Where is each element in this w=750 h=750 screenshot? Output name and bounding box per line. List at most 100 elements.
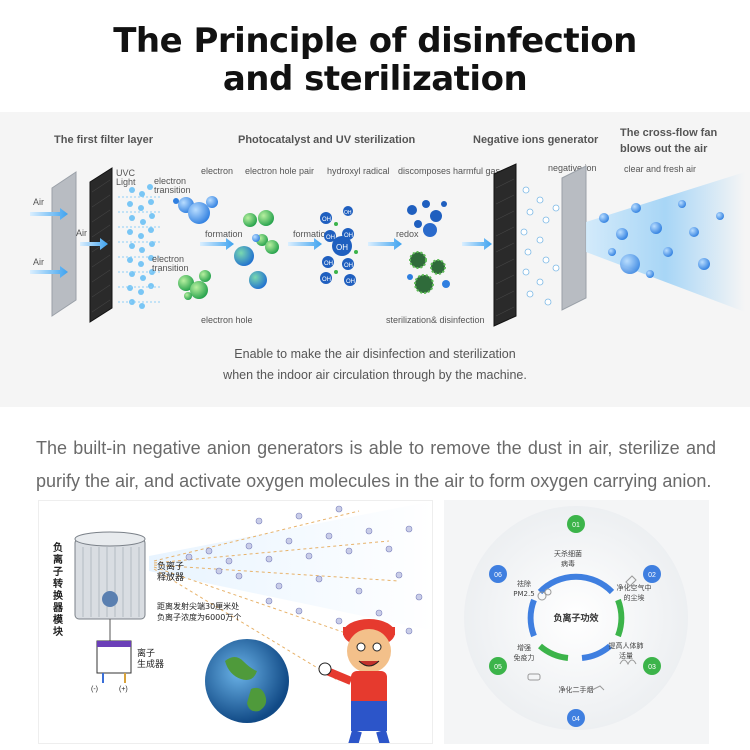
note-line-1: 距离发射尖端30厘米处 <box>157 601 239 611</box>
diagram-caption: Enable to make the air disinfection and … <box>0 344 750 386</box>
converter-top <box>74 531 146 547</box>
badge-num: 04 <box>572 716 580 723</box>
arc-segment <box>537 573 615 595</box>
stage-title-negative-ions: Negative ions generator <box>473 134 599 146</box>
uvc-label-1: UVC <box>116 168 136 178</box>
decor-icons <box>527 575 637 691</box>
note-line-2: 负离子浓度为6000万个 <box>157 612 241 622</box>
badge-03 <box>643 657 661 675</box>
plus-label: (+) <box>119 686 128 693</box>
vlabel-char: 换 <box>53 589 64 602</box>
beam-lines <box>153 510 400 682</box>
generator-top-band <box>97 641 131 647</box>
electron-label: electron <box>201 166 233 176</box>
fresh-air-ions <box>599 200 724 278</box>
hole-ball <box>199 270 211 282</box>
module-vertical-label: 负 离 子 转 换 器 模 块 <box>52 541 66 638</box>
hole-ball <box>190 281 208 299</box>
oh-label: OH <box>326 235 335 241</box>
hydroxyl-radical-label: hydroxyl radical <box>327 166 390 176</box>
badge-num: 01 <box>572 522 580 529</box>
electron-transition-lower-1: electron <box>152 254 184 264</box>
arc-segment <box>538 643 569 661</box>
wheel-bg <box>464 506 688 730</box>
bacteria-cluster <box>407 251 450 294</box>
electron-ball <box>188 202 210 224</box>
effects-wheel-svg: 负离子功效 01 02 03 04 05 06 天杀细菌病毒 净化空气中的尘埃 … <box>464 506 688 730</box>
harmful-gas-cluster <box>407 200 447 237</box>
ion-beam <box>149 501 432 631</box>
oh-label: OH <box>322 217 331 223</box>
earth-land <box>247 687 267 712</box>
badge-05 <box>489 657 507 675</box>
redox-arrow <box>368 238 402 250</box>
hydroxyl-cluster <box>320 206 358 286</box>
arc-segment <box>527 598 537 638</box>
emitter-label: 负离子 释放器 <box>157 560 187 583</box>
badge-04 <box>567 709 585 727</box>
ion-generator-svg: 负 离 子 转 换 器 模 块 负离子 释放器 距离发射尖端30厘米处 负离子浓… <box>52 501 432 743</box>
air-label-3: Air <box>76 228 87 238</box>
oh-label: OH <box>344 210 352 216</box>
pair-ball <box>234 246 254 266</box>
vlabel-char: 离 <box>53 553 63 566</box>
caption-line-1: Enable to make the air disinfection and … <box>234 347 516 361</box>
vlabel-char: 块 <box>53 625 64 638</box>
oh-label: OH <box>344 263 353 269</box>
effect-01-text: 天杀细菌病毒 <box>554 549 582 568</box>
title-line-2: and sterilization <box>222 59 528 99</box>
redox-label: redox <box>396 229 419 239</box>
electron-transition-upper-1: electron <box>154 176 186 186</box>
page-title: The Principle of disinfection and steril… <box>0 22 750 98</box>
badge-02 <box>643 565 661 583</box>
badge-num: 05 <box>494 664 502 671</box>
stage-title-crossflow-1: The cross-flow fan <box>620 127 717 139</box>
clear-fresh-air-label: clear and fresh air <box>624 164 696 174</box>
badge-num: 03 <box>648 664 656 671</box>
ion-filter-panel <box>493 163 517 327</box>
description-text: The built-in negative anion generators i… <box>36 438 716 491</box>
fan-airflow <box>586 172 745 312</box>
hole-ball <box>178 275 194 291</box>
stage-title-photocatalyst: Photocatalyst and UV sterilization <box>238 134 416 146</box>
electron-transition-lower-2: transition <box>152 263 189 273</box>
oh-label: OH <box>322 277 331 283</box>
effect-03-text: 提高人体肺活量 <box>609 641 644 660</box>
formation-arrow-1 <box>200 238 234 250</box>
badge-num: 06 <box>494 572 502 579</box>
formation-arrow-2 <box>288 238 322 250</box>
arc-segment <box>615 598 625 638</box>
air-label-2: Air <box>33 257 44 267</box>
cartoon-boy <box>318 619 395 743</box>
ion-particles <box>185 505 423 635</box>
electron-ball <box>206 196 218 208</box>
uvc-particles <box>127 184 155 309</box>
oh-label: OH <box>324 261 333 267</box>
generator-label: 离子 生成器 <box>137 647 164 670</box>
vlabel-char: 负 <box>53 541 63 554</box>
vlabel-char: 子 <box>53 566 63 578</box>
electron-hole-pair-label: electron hole pair <box>245 166 314 176</box>
principle-diagram: The first filter layer Photocatalyst and… <box>0 112 750 407</box>
ion-generator-illustration: 负 离 子 转 换 器 模 块 负离子 释放器 距离发射尖端30厘米处 负离子浓… <box>38 500 433 744</box>
title-line-1: The Principle of disinfection <box>113 21 637 61</box>
electron-transition-upper-2: transition <box>154 185 191 195</box>
electron-hole-label: electron hole <box>201 315 253 325</box>
pair-ball <box>243 213 257 227</box>
pair-ball <box>252 234 260 242</box>
vlabel-char: 转 <box>53 577 63 590</box>
pair-ball <box>265 240 279 254</box>
discomposes-gas-label: discomposes harmful gas <box>398 166 501 176</box>
oh-label: OH <box>336 243 348 252</box>
uvc-label-2: Light <box>116 177 136 187</box>
oh-label: OH <box>344 233 353 239</box>
sterilization-label: sterilization& disinfection <box>386 315 485 325</box>
effect-05-text: 增强免疫力 <box>514 643 535 662</box>
badge-06 <box>489 565 507 583</box>
first-filter-panel <box>51 171 77 317</box>
negative-ion-label: negative ion <box>548 163 597 173</box>
anion-effects-wheel: 负离子功效 01 02 03 04 05 06 天杀细菌病毒 净化空气中的尘埃 … <box>444 500 709 744</box>
uvc-rays <box>118 196 160 303</box>
caption-line-2: when the indoor air circulation through … <box>223 368 527 382</box>
